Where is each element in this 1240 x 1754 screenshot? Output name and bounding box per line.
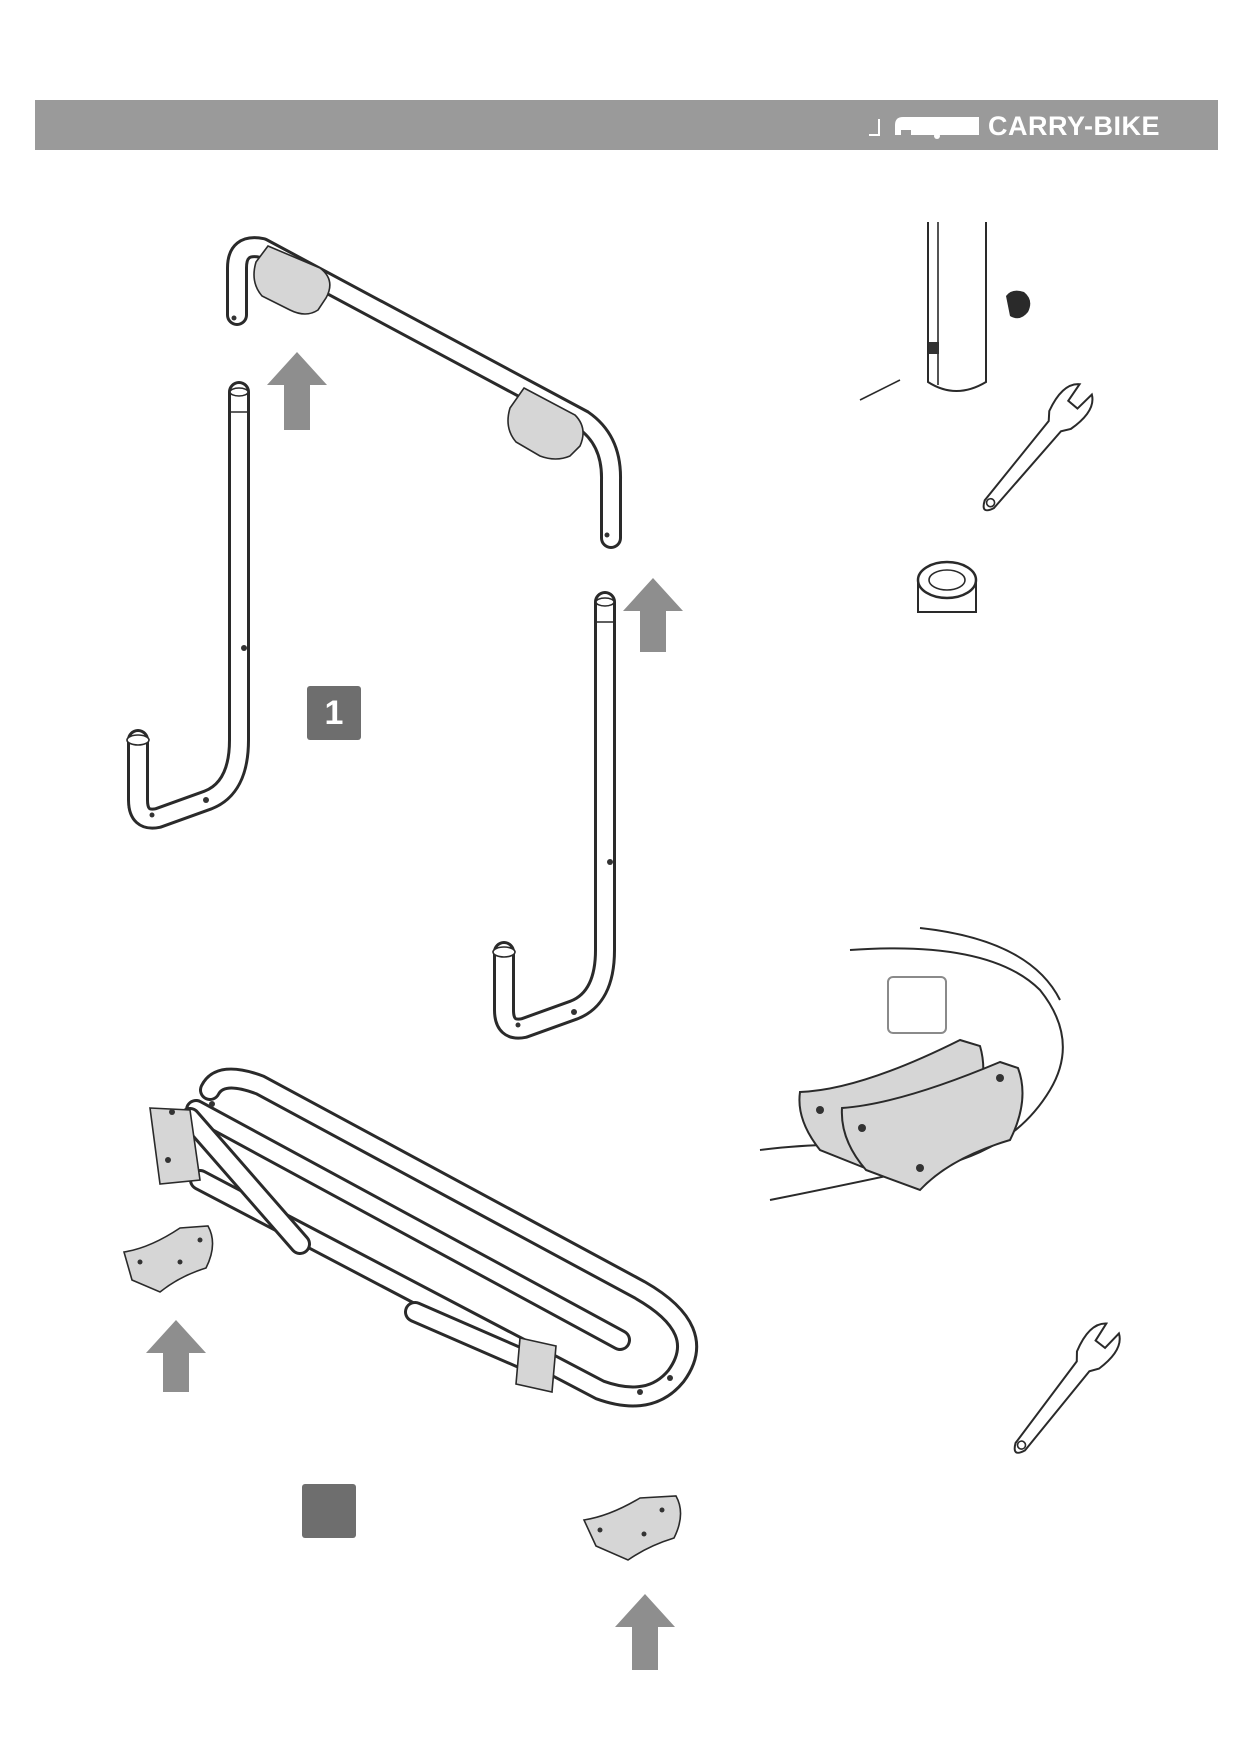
left-hook-part [126, 381, 250, 830]
wrench-icon [1013, 1322, 1121, 1454]
bracket-detail [759, 927, 1064, 1201]
bracket-plate-icon [582, 1495, 682, 1561]
header-bar: CARRY-BIKE [35, 100, 1218, 150]
tube-detail [859, 222, 987, 401]
arrow-up-icon [615, 1594, 675, 1670]
handle-bar-part [226, 236, 623, 549]
bolt-icon [1006, 290, 1031, 319]
detail-callout-box [887, 976, 947, 1034]
foam-pad-right [507, 386, 584, 460]
base-frame-part [149, 1067, 699, 1408]
bracket-plate-icon [122, 1225, 214, 1293]
foam-pad-left [253, 245, 331, 315]
arrow-up-icon [623, 578, 683, 652]
step-1-badge: 1 [307, 686, 361, 740]
arrow-up-icon [267, 352, 327, 430]
step-2-badge [302, 1484, 356, 1538]
wrench-icon [982, 383, 1094, 512]
end-cap-icon [916, 560, 978, 613]
right-hook-part [492, 591, 616, 1040]
arrow-up-icon [146, 1320, 206, 1392]
camper-van-icon [869, 117, 979, 139]
brand-title: CARRY-BIKE [987, 111, 1160, 141]
